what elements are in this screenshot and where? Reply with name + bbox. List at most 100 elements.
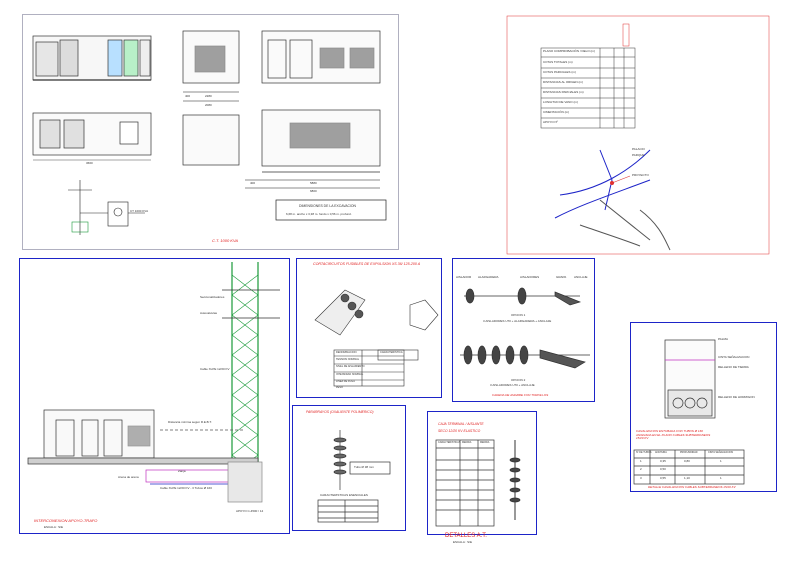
trench-cell-1-0: 2 [640, 467, 642, 471]
loc-row-1: COTAS TOTALES (m) [543, 60, 573, 64]
trench-label-0: PALMA [718, 337, 728, 341]
fuse-row-2: INTENSIDAD NOMINAL [336, 373, 364, 376]
dim-5880: 5880 [310, 181, 317, 185]
terminal-title: CAJA TERMINAL / AISLANTE [438, 422, 484, 426]
pole-drawing [27, 262, 280, 503]
location-map [554, 149, 671, 251]
terminal-head-1: MEDIDA [462, 441, 472, 444]
trench-cell-2-0: 3 [640, 476, 642, 480]
arrester-title: PARARRAYOS (OXALIENTE POLIMERICO) [306, 410, 374, 414]
fuse-panel [296, 258, 442, 398]
ins-top-4: ANCLAJE [574, 275, 588, 279]
terminal-head-0: CARACTERISTICAS [438, 441, 461, 444]
ins-top-3: GRAPA [556, 275, 567, 279]
footer-scale: ESCALA : S/E [453, 540, 473, 544]
trench-label-2: RELLENO DE TIERRA [718, 365, 749, 369]
pole-label-4: Arena de arena [118, 475, 139, 479]
insulator-drawing [460, 287, 590, 369]
terminal-subtitle: SECO 12/20 KV ELASTICO [438, 429, 481, 433]
loc-row-4: DISTANCIAS PARCIALES (m) [543, 90, 584, 94]
trench-cell-0-2: 0,80 [684, 459, 690, 463]
trench-cell-0-0: 1 [640, 459, 642, 463]
loc-row-5: LONGITUD DE VANO (m) [543, 100, 578, 104]
ins-option1: OPCION 1 [511, 313, 526, 317]
transformer-label: CT 1000 KVA [130, 209, 149, 213]
trench-label-1: CINTA SEÑALIZACION [718, 355, 750, 359]
fuse-title: CORTACIRCUITOS FUSIBLES DE EXPULSION XS … [313, 262, 421, 266]
fuse-row-4: PESO [336, 386, 343, 389]
pole-label-0: Seccionalizadores [200, 295, 225, 299]
loc-row-7: APOYO Nº [543, 120, 558, 124]
trench-head-3: CINTA SEÑALIZACION [708, 451, 734, 454]
footer-title: DETALLES A.T. [445, 533, 487, 539]
trench-note: CANALIZACION ENTUBADA CON TUBOS Ø 160 AS… [636, 429, 711, 441]
ct-elevations [182, 30, 387, 221]
trench-drawing [633, 339, 745, 485]
ct-plan-view [32, 112, 152, 161]
fuse-row-1: NIVEL DE AISLAMIENTO [336, 365, 365, 368]
terminal-drawing [435, 439, 521, 527]
ins-option1-desc: 3 AISLADORES U70 + ALARGADERA + ANCLAJE [483, 319, 552, 323]
ins-top-2: AISLADORES [520, 275, 540, 279]
fuse-head-1: CARACTERISTICA [380, 351, 403, 354]
ins-top-0: AISLADOR [456, 275, 472, 279]
excavation-title: DIMENSIONES DE LA EXCAVACION [299, 204, 356, 208]
loc-row-2: COTAS PARCIALES (m) [543, 70, 576, 74]
ins-title: CADENA DE AMARRE CON TORNILLOS [492, 393, 549, 397]
fuse-head-0: DENOMINACION [336, 351, 357, 354]
trench-cell-1-1: 0,50 [660, 467, 666, 471]
map-label-1: PARQUE [632, 153, 645, 157]
trench-panel [630, 322, 777, 492]
fuse-row-0: TENSION NOMINAL [336, 358, 360, 361]
pole-label-5: Cable XLPE 12/20 KV - 3 Tubos Ø 160 [160, 486, 212, 490]
pole-panel [19, 258, 290, 534]
location-sheet [506, 15, 770, 255]
pole-label-1: Autovalvulas [200, 311, 218, 315]
dim-2280: 2280 [205, 94, 212, 98]
map-label-0: PALACIO [632, 147, 645, 151]
map-label-2: PROYECTO [632, 173, 649, 177]
ct-sheet-frame [22, 14, 399, 250]
ct-title: C.T. 1000 KVA [212, 238, 239, 243]
pole-label-7: APOYO C-4500 / 14 [236, 509, 264, 513]
dim-400a: 400 [185, 94, 191, 98]
pole-label-2: Cable XLPE 12/20 KV [200, 367, 230, 371]
ct-schematic [68, 180, 145, 235]
trench-cell-2-3: 1 [720, 476, 722, 480]
trench-cell-0-1: 0,35 [660, 459, 666, 463]
dim-400b: 400 [250, 181, 256, 185]
ins-option2: OPCION 2 [511, 378, 526, 382]
trench-title: DETALLE CANALIZACION CABLES SUBTERRANEOS… [648, 485, 736, 489]
pole-title: INTERCONEXION APOYO-TRAFO [34, 518, 98, 523]
fuse-row-3: LINEA DE FUGA [336, 380, 355, 383]
dim-3660: 3660 [86, 161, 93, 165]
fuse-drawing [314, 289, 439, 387]
pole-label-6: Zanja [178, 469, 186, 473]
trench-cell-2-2: 1,10 [684, 476, 690, 480]
trench-head-1: ANCHURA [655, 451, 667, 454]
terminal-head-2: MEDIDA [480, 441, 490, 444]
loc-row-6: CIMENTACIÓN (m) [543, 110, 570, 114]
trench-cell-0-3: 1 [720, 459, 722, 463]
loc-row-3: DISTANCIAS AL ORIGEN (m) [543, 80, 584, 84]
dim-6800: 6800 [310, 189, 317, 193]
arrester-table-title: CARACTERISTICAS ESENCIALES [320, 493, 368, 497]
insulator-panel [452, 258, 595, 402]
ins-top-1: ALARGADERA [478, 275, 499, 279]
dim-2080: 2080 [205, 103, 212, 107]
trench-cell-2-1: 0,55 [660, 476, 666, 480]
loc-row-0: PLANO COMPROBACIÓN / DELO (m) [543, 49, 596, 53]
arrester-drawing [317, 430, 391, 523]
terminal-panel [427, 411, 537, 535]
ct-front-view [32, 35, 152, 81]
pole-label-3: Distancia mínima segun R.E.B.T. [168, 420, 212, 424]
trench-label-3: RELLENO DE HORMIGON [718, 395, 755, 399]
arrester-dim: Tubo Ø 38 mm [354, 465, 374, 469]
trench-head-0: Nº DE TUBOS [636, 451, 652, 454]
ins-option2-desc: 3 AISLADORES U70 + ANCLAJE [490, 383, 535, 387]
pole-scale: ESCALA : S/E [44, 525, 64, 529]
excavation-dims: 6,68 m. ancho x 3,38 m. fondo x 0,56 m. … [286, 212, 352, 216]
arrester-panel [292, 405, 406, 531]
trench-head-2: PROFUNDIDAD [680, 451, 698, 454]
